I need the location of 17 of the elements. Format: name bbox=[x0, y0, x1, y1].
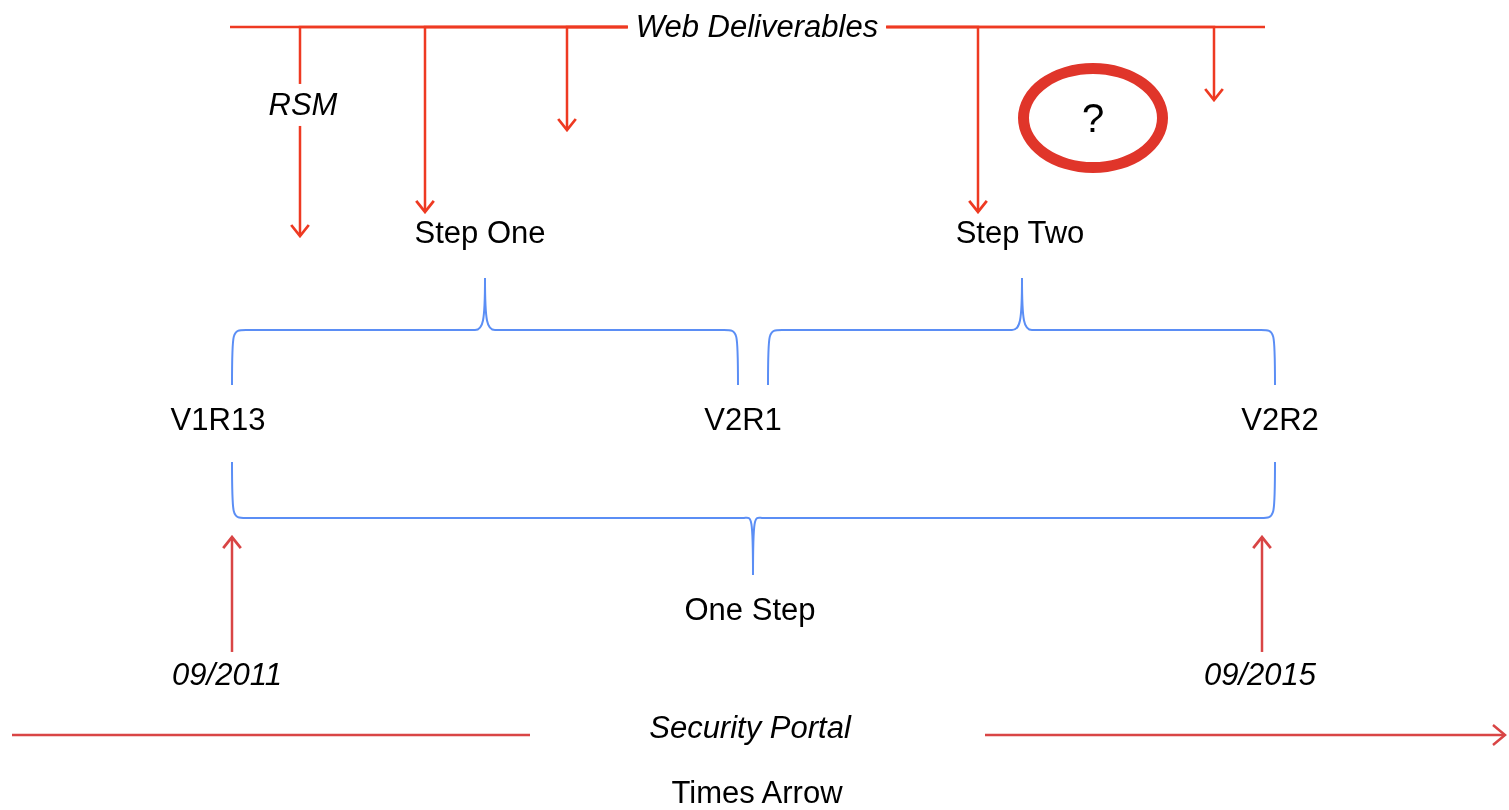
span-label: One Step bbox=[684, 592, 816, 628]
version-label: V1R13 bbox=[170, 402, 266, 438]
arrow bbox=[556, 25, 628, 132]
arrow bbox=[1251, 535, 1273, 652]
timeline-label: Security Portal bbox=[649, 710, 851, 746]
question-circle: ? bbox=[1018, 63, 1168, 173]
arrow bbox=[221, 535, 243, 652]
version-label: V2R1 bbox=[704, 402, 782, 438]
step-label: Step Two bbox=[955, 215, 1085, 251]
edge-label: RSM bbox=[266, 83, 340, 127]
date-label: 09/2011 bbox=[172, 657, 282, 693]
arrow bbox=[886, 25, 1225, 102]
step-label: Step One bbox=[414, 215, 546, 251]
heading-text: Web Deliverables bbox=[635, 9, 879, 45]
version-label: V2R2 bbox=[1241, 402, 1319, 438]
date-label: 09/2015 bbox=[1203, 657, 1317, 693]
caption-text: Times Arrow bbox=[671, 775, 843, 810]
